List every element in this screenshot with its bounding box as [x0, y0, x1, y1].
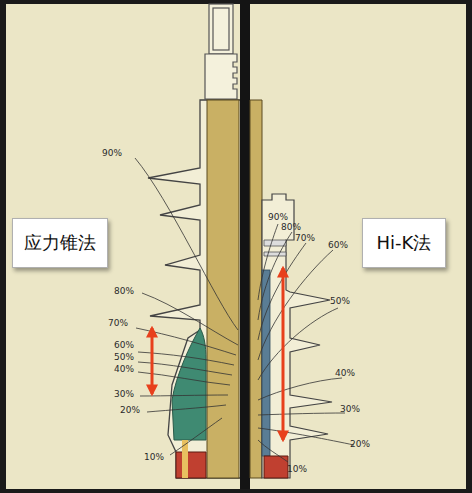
potential-percent: 30% — [114, 389, 134, 399]
method-label-box: 应力锥法 — [12, 218, 108, 268]
potential-percent: 80% — [281, 222, 301, 232]
cable-insulation — [207, 100, 239, 478]
method-label: 应力锥法 — [24, 231, 96, 255]
hi-k-layer — [262, 270, 270, 456]
potential-percent: 40% — [114, 364, 134, 374]
potential-percent: 20% — [350, 439, 370, 449]
potential-percent: 10% — [144, 452, 164, 462]
potential-percent: 70% — [108, 318, 128, 328]
right-insulator-housing — [262, 194, 332, 478]
potential-percent: 60% — [328, 240, 348, 250]
equipotential-lines — [258, 224, 354, 462]
stress-cone — [172, 328, 206, 440]
potential-percent: 90% — [102, 148, 122, 158]
stress-zone-arrow — [151, 328, 154, 394]
equipotential-lines — [135, 158, 238, 455]
potential-percent: 70% — [295, 233, 315, 243]
left-insulator-housing — [148, 100, 242, 478]
cable-insulation — [250, 100, 262, 478]
potential-percent: 50% — [114, 352, 134, 362]
potential-percent: 30% — [340, 404, 360, 414]
potential-percent: 90% — [268, 212, 288, 222]
potential-percent: 20% — [120, 405, 140, 415]
conductor — [240, 0, 250, 489]
terminal — [205, 4, 237, 99]
method-label: Hi-K法 — [377, 231, 432, 255]
stress-zone-arrow — [282, 268, 285, 440]
ground-fitting — [176, 452, 206, 478]
potential-percent: 60% — [114, 340, 134, 350]
potential-percent: 10% — [287, 464, 307, 474]
potential-percent: 40% — [335, 368, 355, 378]
slide-ground — [6, 4, 466, 489]
potential-percent: 50% — [330, 296, 350, 306]
method-label-box: Hi-K法 — [362, 218, 446, 268]
potential-percent: 80% — [114, 286, 134, 296]
